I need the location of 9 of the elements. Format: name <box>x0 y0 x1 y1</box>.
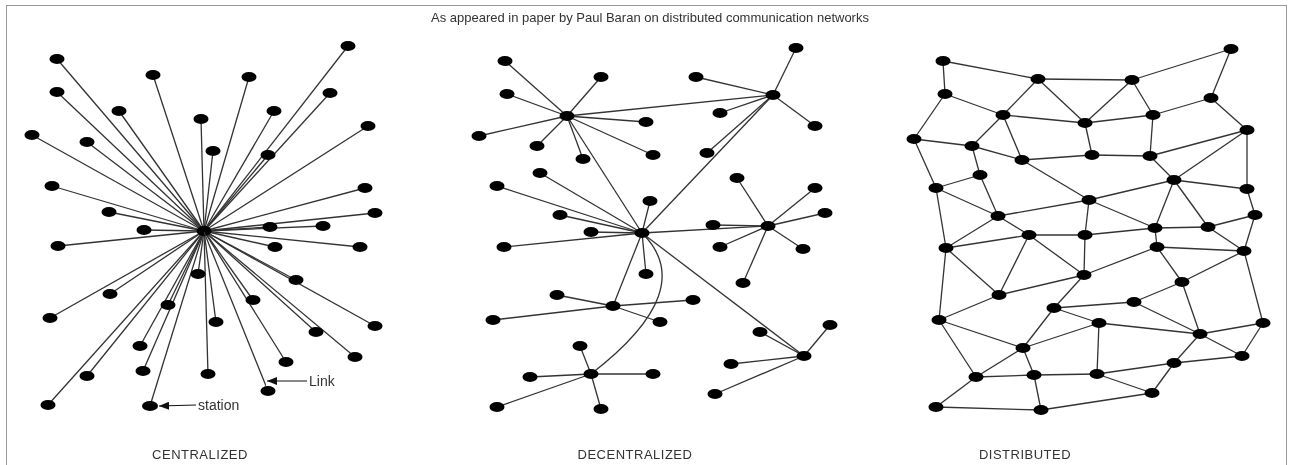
network-type-label: DECENTRALIZED <box>577 447 693 462</box>
link-label: Link <box>309 373 335 389</box>
leader-arrow <box>266 377 308 385</box>
station-dot <box>142 401 158 411</box>
network-type-label: CENTRALIZED <box>152 447 248 462</box>
station-label: station <box>198 397 240 413</box>
leader-arrow <box>158 401 197 410</box>
network-type-label: DISTRIBUTED <box>978 447 1072 462</box>
title: As appeared in paper by Paul Baran on distributed communication networks <box>431 10 869 25</box>
